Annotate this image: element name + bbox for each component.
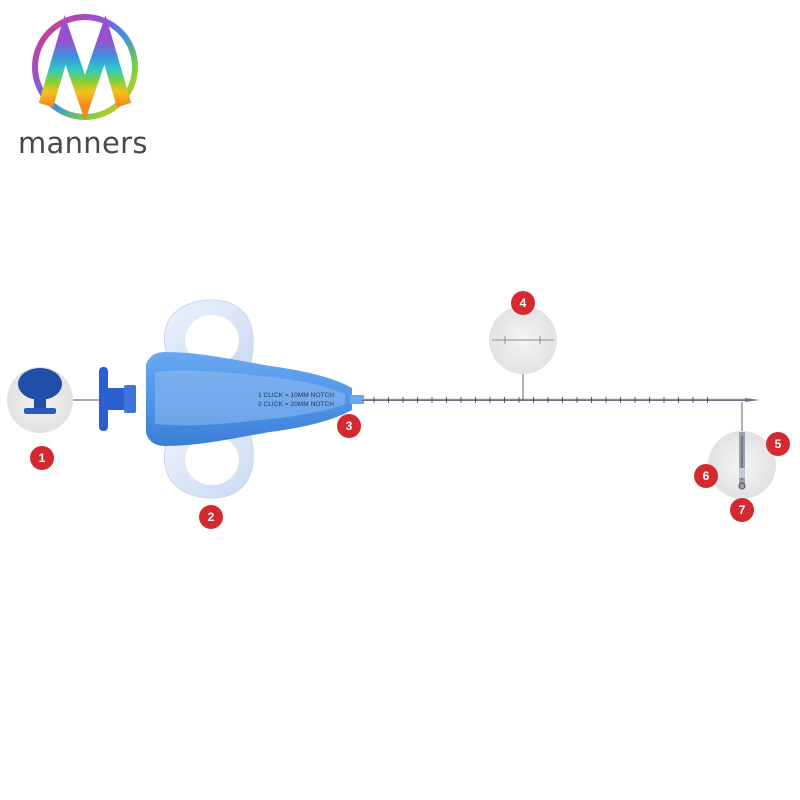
marker-4-label: 4 bbox=[520, 296, 527, 310]
marker-3-label: 3 bbox=[346, 419, 353, 433]
needle-shaft bbox=[362, 397, 760, 403]
marker-5: 5 bbox=[766, 432, 790, 456]
marker-4: 4 bbox=[511, 291, 535, 315]
manners-logo bbox=[32, 14, 138, 122]
marker-6-label: 6 bbox=[703, 469, 710, 483]
marker-7-label: 7 bbox=[739, 503, 746, 517]
marker-1: 1 bbox=[30, 446, 54, 470]
handle-text-line2: 2 CLICK = 20MM NOTCH bbox=[258, 401, 334, 408]
marker-1-label: 1 bbox=[39, 451, 46, 465]
handle-text-line1: 1 CLICK = 10MM NOTCH bbox=[258, 392, 334, 399]
marker-2-label: 2 bbox=[208, 510, 215, 524]
marker-7: 7 bbox=[730, 498, 754, 522]
depth-mark-detail bbox=[489, 306, 557, 400]
needle-tip-detail bbox=[708, 402, 776, 499]
marker-6: 6 bbox=[694, 464, 718, 488]
plunger-knob bbox=[99, 367, 136, 431]
handle-finger-rings bbox=[163, 299, 254, 499]
marker-5-label: 5 bbox=[775, 437, 782, 451]
plunger-cap-detail bbox=[7, 367, 100, 433]
handle-body: 1 CLICK = 10MM NOTCH 2 CLICK = 20MM NOTC… bbox=[146, 352, 364, 446]
brand-name: manners bbox=[18, 126, 148, 160]
marker-3: 3 bbox=[337, 414, 361, 438]
marker-2: 2 bbox=[199, 505, 223, 529]
